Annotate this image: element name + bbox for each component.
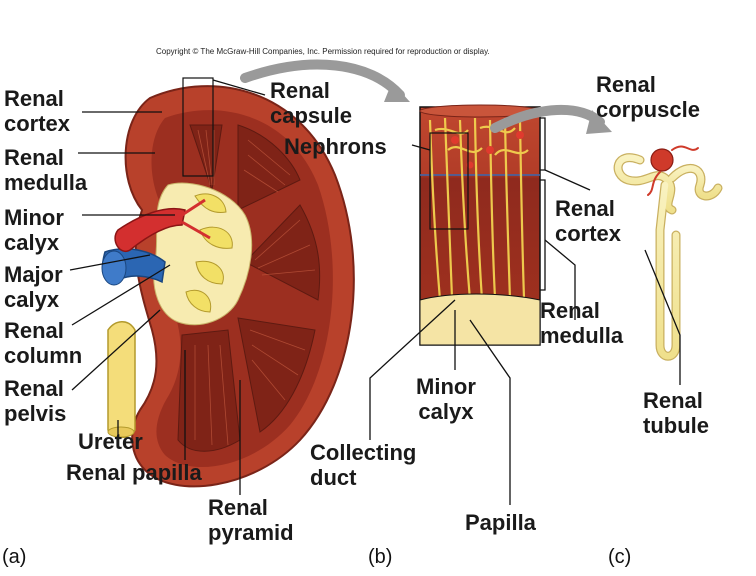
- nephron-zoom-box: [429, 132, 469, 230]
- copyright-notice: Copyright © The McGraw-Hill Companies, I…: [156, 47, 490, 56]
- label-renal-papilla: Renal papilla: [66, 460, 202, 485]
- ureter: [107, 321, 136, 439]
- label-nephrons: Nephrons: [284, 134, 387, 159]
- capsule-zoom-box: [182, 77, 214, 177]
- nephron-diagram: [613, 145, 723, 361]
- calyces: [185, 193, 233, 313]
- label-papilla: Papilla: [465, 510, 536, 535]
- renal-artery: [114, 208, 186, 253]
- renal-corpuscle-shape: [650, 148, 674, 172]
- kidney-section: [101, 77, 355, 488]
- label-ureter: Ureter: [78, 429, 143, 454]
- nephron-tubules: [428, 117, 529, 301]
- tissue-block: [419, 104, 541, 346]
- zoom-arrow-a-b: [240, 59, 405, 100]
- panel-label-a: (a): [2, 546, 27, 568]
- panel-label-c: (c): [608, 546, 632, 568]
- panel-label-b: (b): [368, 546, 393, 568]
- leader-lines: [69, 79, 681, 505]
